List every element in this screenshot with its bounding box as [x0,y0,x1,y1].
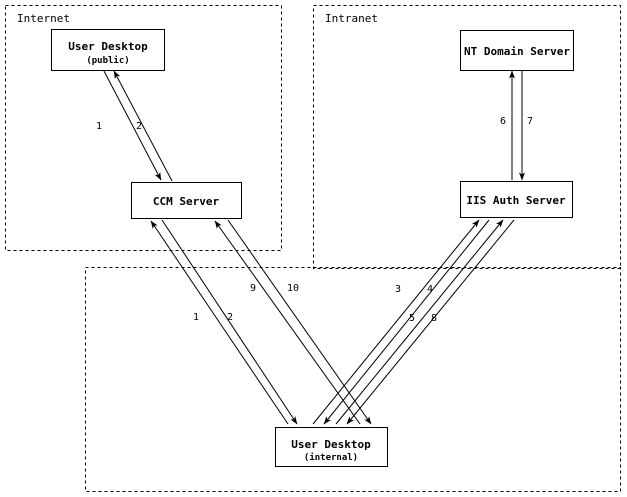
flow-label-6: 6 [500,116,506,127]
node-iis-auth-server[interactable]: IIS Auth Server [460,181,573,218]
edge-flow-3-internal-to-iis [312,219,480,425]
edge-flow-1-public-to-ccm [103,70,162,181]
edge-flow-9-internal-to-ccm [214,220,361,425]
zone-internet-border [5,5,282,251]
edge-flow-1-internal-to-ccm [150,220,289,425]
flow-label-8: 8 [431,313,437,324]
flow-label-1-internal: 1 [193,312,199,323]
node-box-ccm-server[interactable] [131,182,242,219]
edge-flow-10-ccm-to-internal [227,219,372,425]
zone-intranet-border [313,5,621,269]
edge-group-public-ccm [103,70,173,182]
flow-label-3: 3 [395,284,401,295]
edge-flow-8-iis-to-internal [346,219,515,425]
zone-boundaries [5,5,621,492]
edge-group-internal-iis-34 [312,219,490,425]
edge-flow-2-ccm-to-internal [161,219,298,425]
edge-flow-5-internal-to-iis [335,219,504,425]
node-title-user-desktop-public: User Desktop [68,40,148,53]
edge-group-internal-iis-58 [335,219,515,425]
edge-group-internal-ccm-910 [214,219,372,425]
flow-label-2-internal: 2 [227,312,233,323]
node-ccm-server[interactable]: CCM Server [131,182,242,219]
node-box-user-desktop-internal[interactable] [275,427,388,467]
node-title-nt-domain-server: NT Domain Server [464,45,570,58]
zone-label-intranet: Intranet [325,12,378,25]
flow-label-2-public: 2 [136,121,142,132]
node-user-desktop-internal[interactable]: User Desktop (internal) [275,427,388,467]
node-subtitle-user-desktop-public: (public) [86,55,129,66]
flow-label-7: 7 [527,116,533,127]
flow-label-4: 4 [427,284,433,295]
flow-label-1-public: 1 [96,121,102,132]
node-title-ccm-server: CCM Server [153,195,220,208]
node-title-user-desktop-internal: User Desktop [291,438,371,451]
flow-label-5: 5 [409,313,415,324]
flow-step-labels: 1 2 1 2 3 4 5 6 7 8 9 10 [96,116,533,324]
node-nt-domain-server[interactable]: NT Domain Server [460,30,574,71]
edge-group-internal-ccm-12 [150,219,298,425]
edge-group-nt-iis [509,70,525,181]
zone-internal-lan-border [85,267,621,492]
edge-flow-4-iis-to-internal [323,219,490,425]
flow-label-10: 10 [287,283,299,294]
flow-label-9: 9 [250,283,256,294]
node-subtitle-user-desktop-internal: (internal) [304,452,358,463]
node-box-nt-domain-server[interactable] [460,30,574,71]
node-user-desktop-public[interactable]: User Desktop (public) [51,29,165,71]
node-box-iis-auth-server[interactable] [460,181,573,218]
edge-flow-2-ccm-to-public [113,70,173,182]
node-box-user-desktop-public[interactable] [51,29,165,71]
zone-label-internet: Internet [17,12,70,25]
node-title-iis-auth-server: IIS Auth Server [466,194,566,207]
